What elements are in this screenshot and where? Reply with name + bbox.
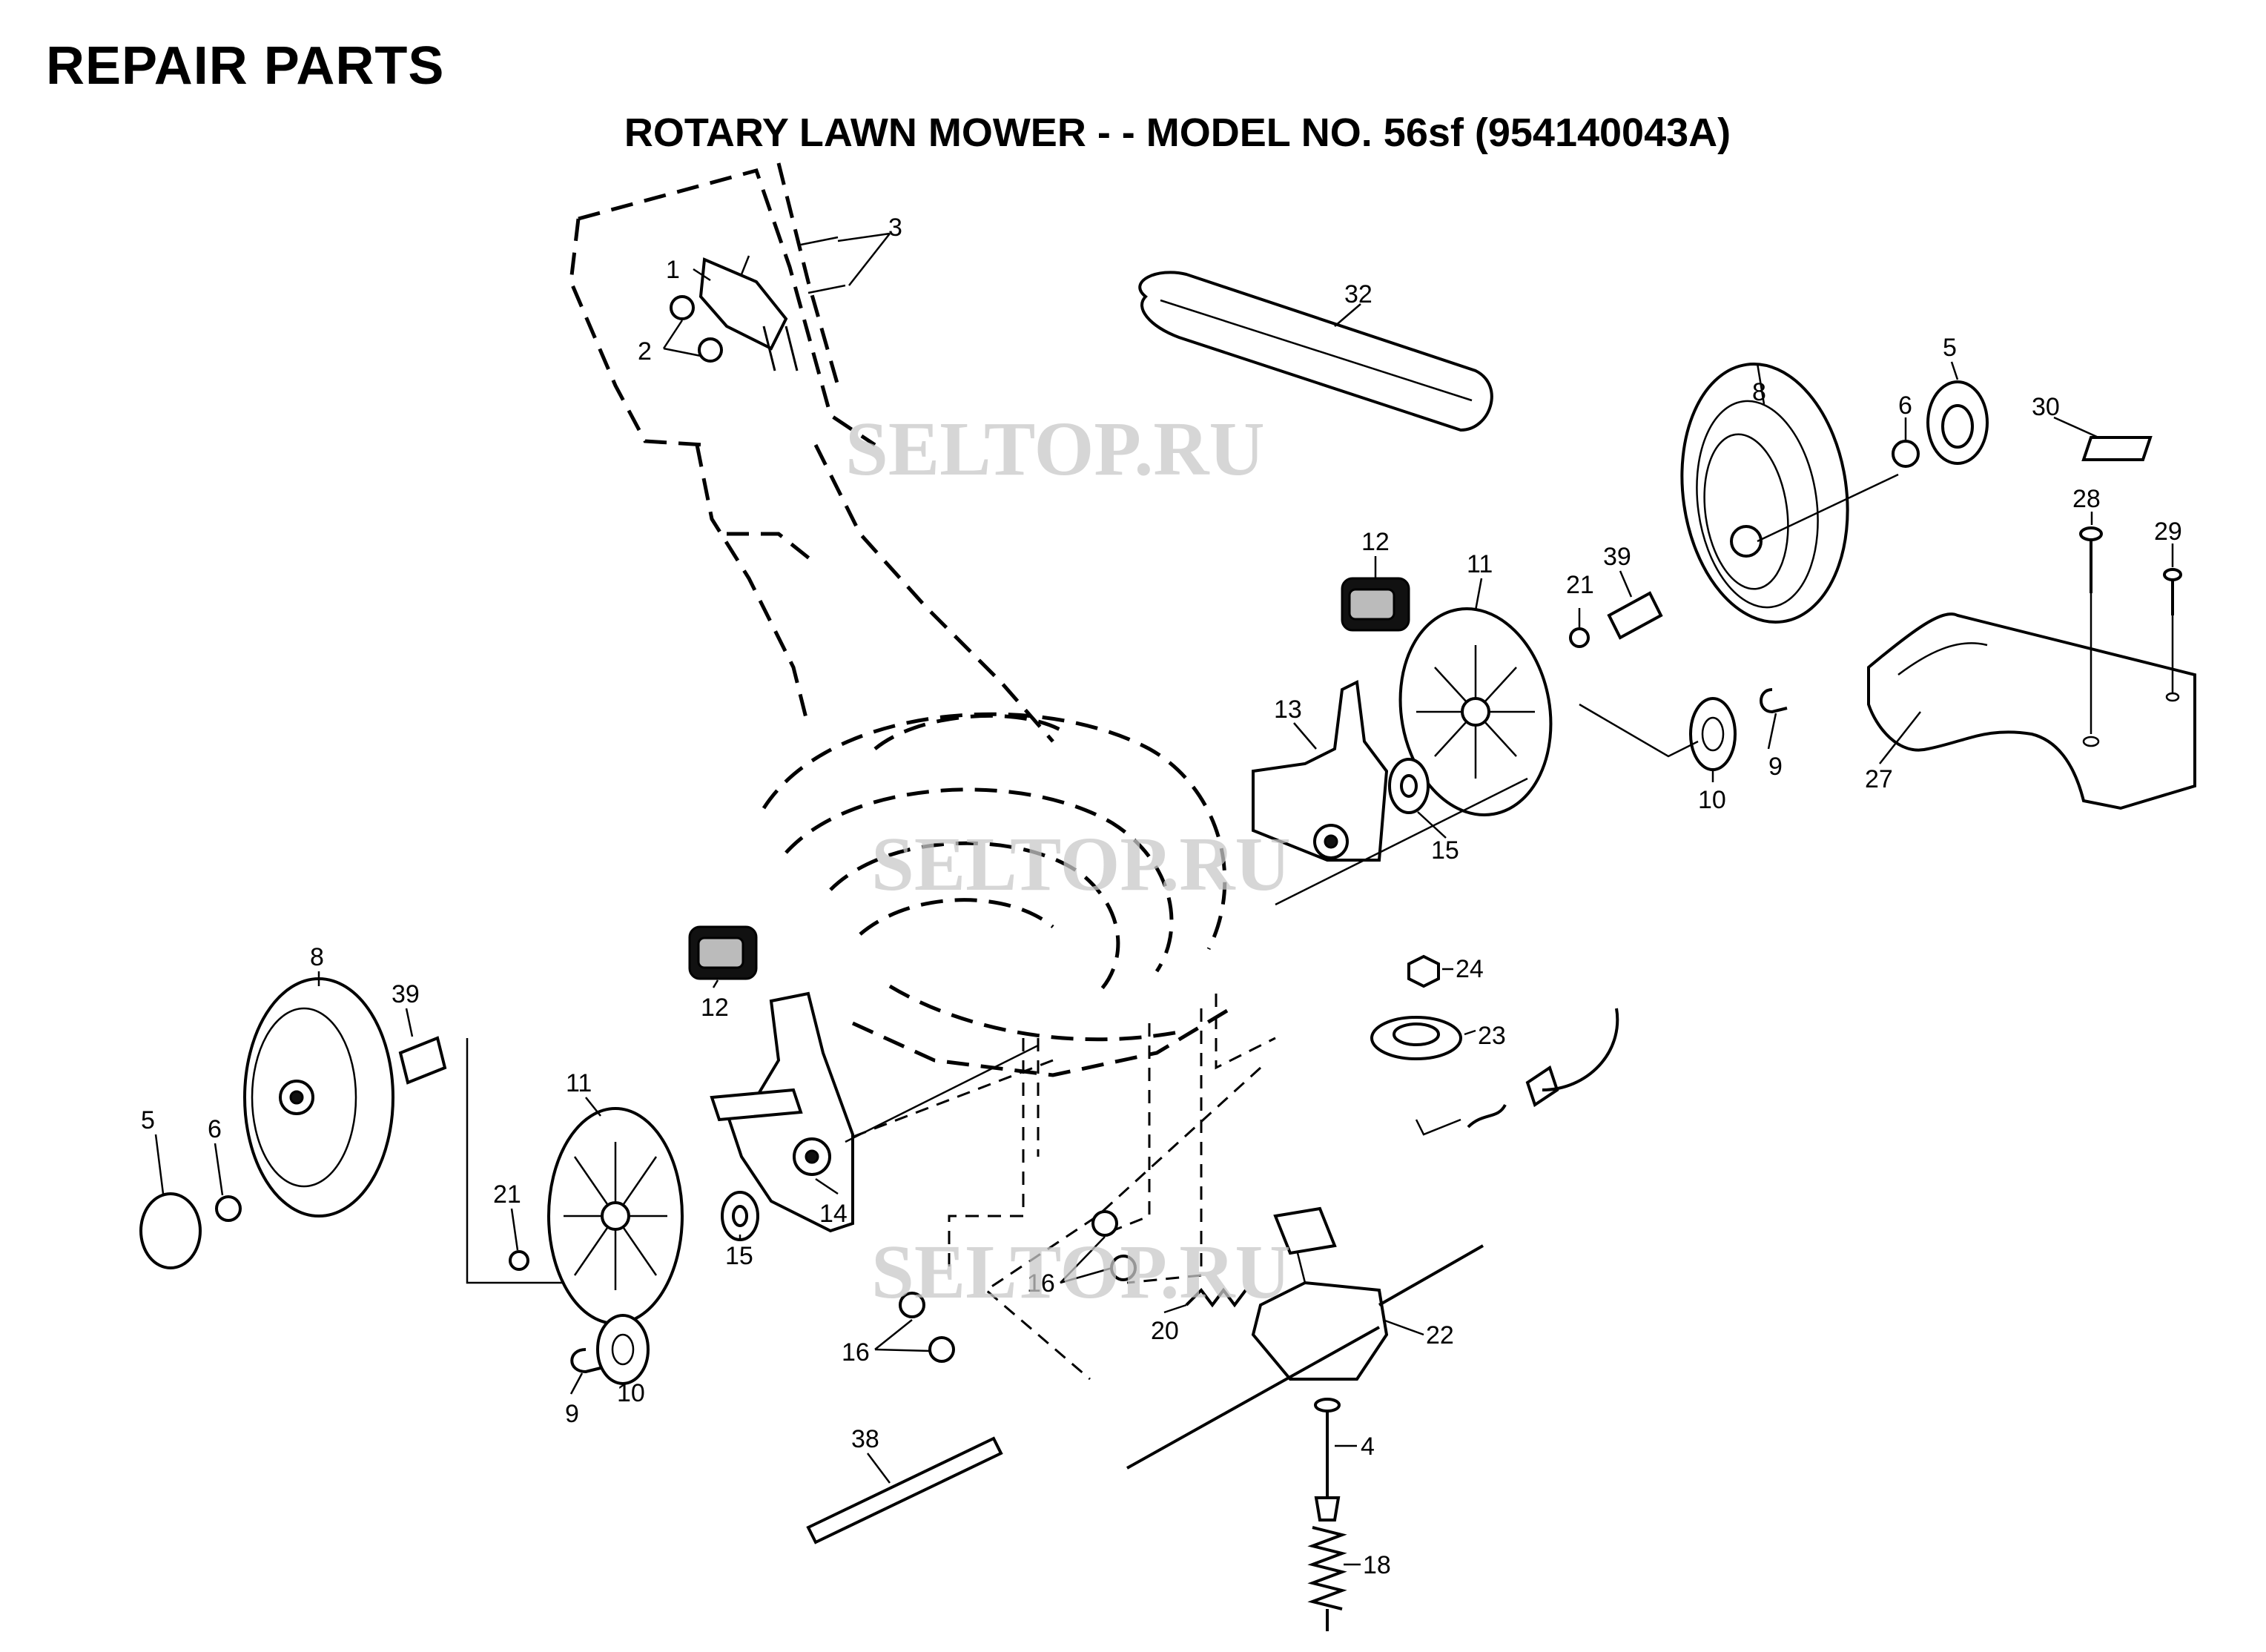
callout-11-right: 11 xyxy=(1467,550,1493,578)
gear-part-12-left xyxy=(688,925,758,980)
wheel-gear-part-11-left xyxy=(547,1107,684,1325)
watermark-bottom: SELTOP.RU xyxy=(871,1229,1291,1315)
rear-cover-part-27 xyxy=(1867,612,2196,810)
wheel-gear-part-11-right xyxy=(1398,607,1553,816)
callout-16-upper: 16 xyxy=(1027,1269,1055,1298)
callout-21-right: 21 xyxy=(1566,571,1594,599)
clip-part-9-left xyxy=(570,1348,601,1374)
hubcap-part-5-right xyxy=(1926,380,1989,465)
callout-18: 18 xyxy=(1363,1551,1391,1579)
callout-22: 22 xyxy=(1426,1321,1454,1349)
callout-30: 30 xyxy=(2032,393,2060,421)
left-wheel-part-8 xyxy=(243,977,394,1217)
callout-6-left: 6 xyxy=(208,1115,222,1143)
washer-part-21-left xyxy=(509,1250,529,1271)
callout-10-left: 10 xyxy=(617,1379,645,1407)
leader-lines xyxy=(154,232,2174,1566)
callout-4: 4 xyxy=(1361,1433,1375,1461)
clip-part-9-right xyxy=(1760,688,1788,714)
callout-15-left: 15 xyxy=(725,1242,753,1270)
axle-line-left-mid xyxy=(845,1044,1039,1143)
axle-line-mid xyxy=(1275,777,1528,906)
spring-part-20 xyxy=(1185,1287,1247,1308)
spring-part-18 xyxy=(1307,1526,1347,1631)
callout-14: 14 xyxy=(819,1200,848,1228)
axle-line-right xyxy=(1579,703,1699,758)
pulley-part-23 xyxy=(1370,1016,1462,1060)
callout-27: 27 xyxy=(1865,765,1893,793)
washer-part-21-right xyxy=(1569,627,1590,648)
height-adjuster-part-13 xyxy=(1252,679,1389,862)
callout-9-left: 9 xyxy=(565,1400,579,1428)
callout-24: 24 xyxy=(1456,955,1484,983)
bolt-part-4 xyxy=(1314,1398,1341,1522)
gear-part-12-right xyxy=(1341,577,1410,632)
callout-38: 38 xyxy=(851,1425,879,1453)
callout-32: 32 xyxy=(1344,280,1373,308)
label-part-30 xyxy=(2081,436,2153,461)
watermark-middle: SELTOP.RU xyxy=(871,822,1291,907)
watermark-top: SELTOP.RU xyxy=(845,406,1265,492)
height-adjuster-part-14 xyxy=(710,991,854,1233)
belt-part-32 xyxy=(1138,271,1493,432)
callout-39-left: 39 xyxy=(392,980,420,1008)
callout-13: 13 xyxy=(1274,696,1302,724)
callout-10-right: 10 xyxy=(1698,786,1726,814)
axle-rod-part-38 xyxy=(806,1436,1003,1544)
callouts: 1 2 3 32 8 6 5 30 28 29 27 12 11 21 39 1… xyxy=(141,214,2182,1579)
callout-29: 29 xyxy=(2154,518,2182,546)
callout-8-left: 8 xyxy=(310,943,324,971)
callout-12-right: 12 xyxy=(1361,528,1390,556)
callout-11-left: 11 xyxy=(566,1069,592,1097)
transmission-part-22 xyxy=(1126,1206,1484,1470)
model-subtitle: ROTARY LAWN MOWER - - MODEL NO. 56sf (95… xyxy=(624,110,1731,155)
callout-5-left: 5 xyxy=(141,1106,155,1134)
callout-23: 23 xyxy=(1478,1022,1506,1050)
callout-2: 2 xyxy=(638,337,652,366)
bail-bracket-part-1 xyxy=(670,236,846,371)
callout-28: 28 xyxy=(2072,485,2101,513)
nuts-part-16 xyxy=(899,1210,1137,1363)
watermarks: SELTOP.RU SELTOP.RU SELTOP.RU xyxy=(845,406,1291,1315)
screw-part-28 xyxy=(2079,526,2103,734)
pinion-gear-part-10-right xyxy=(1689,697,1737,771)
pinion-gear-part-10-left xyxy=(596,1314,650,1385)
callout-8-right: 8 xyxy=(1752,378,1766,406)
callout-6-right: 6 xyxy=(1898,391,1912,420)
axle-line-left xyxy=(466,1038,564,1284)
callout-20: 20 xyxy=(1151,1317,1179,1345)
nut-part-6-left xyxy=(215,1195,242,1222)
deck-outline xyxy=(762,712,1276,1381)
handle-outline xyxy=(569,162,1054,743)
callout-16-lower: 16 xyxy=(842,1338,870,1367)
callout-9-right: 9 xyxy=(1768,753,1783,781)
nut-part-6-right xyxy=(1892,440,1920,468)
callout-39-right: 39 xyxy=(1603,543,1631,571)
spacer-part-39-right xyxy=(1607,591,1663,640)
cable-and-spring xyxy=(1415,1008,1619,1136)
page-title: REPAIR PARTS xyxy=(46,36,445,96)
callout-15-right: 15 xyxy=(1431,836,1459,865)
callout-1: 1 xyxy=(666,256,680,284)
screw-part-29 xyxy=(2163,568,2182,693)
washer-part-15-left xyxy=(721,1191,759,1241)
right-wheel-part-8 xyxy=(1680,363,1899,624)
callout-21-left: 21 xyxy=(493,1180,521,1209)
callout-5-right: 5 xyxy=(1943,334,1957,362)
callout-3: 3 xyxy=(888,214,902,242)
washer-part-15-right xyxy=(1388,758,1430,814)
spacer-part-39-left xyxy=(398,1036,447,1085)
hubcap-part-5-left xyxy=(139,1192,202,1269)
callout-12-left: 12 xyxy=(701,994,729,1022)
nut-part-24 xyxy=(1407,954,1440,988)
